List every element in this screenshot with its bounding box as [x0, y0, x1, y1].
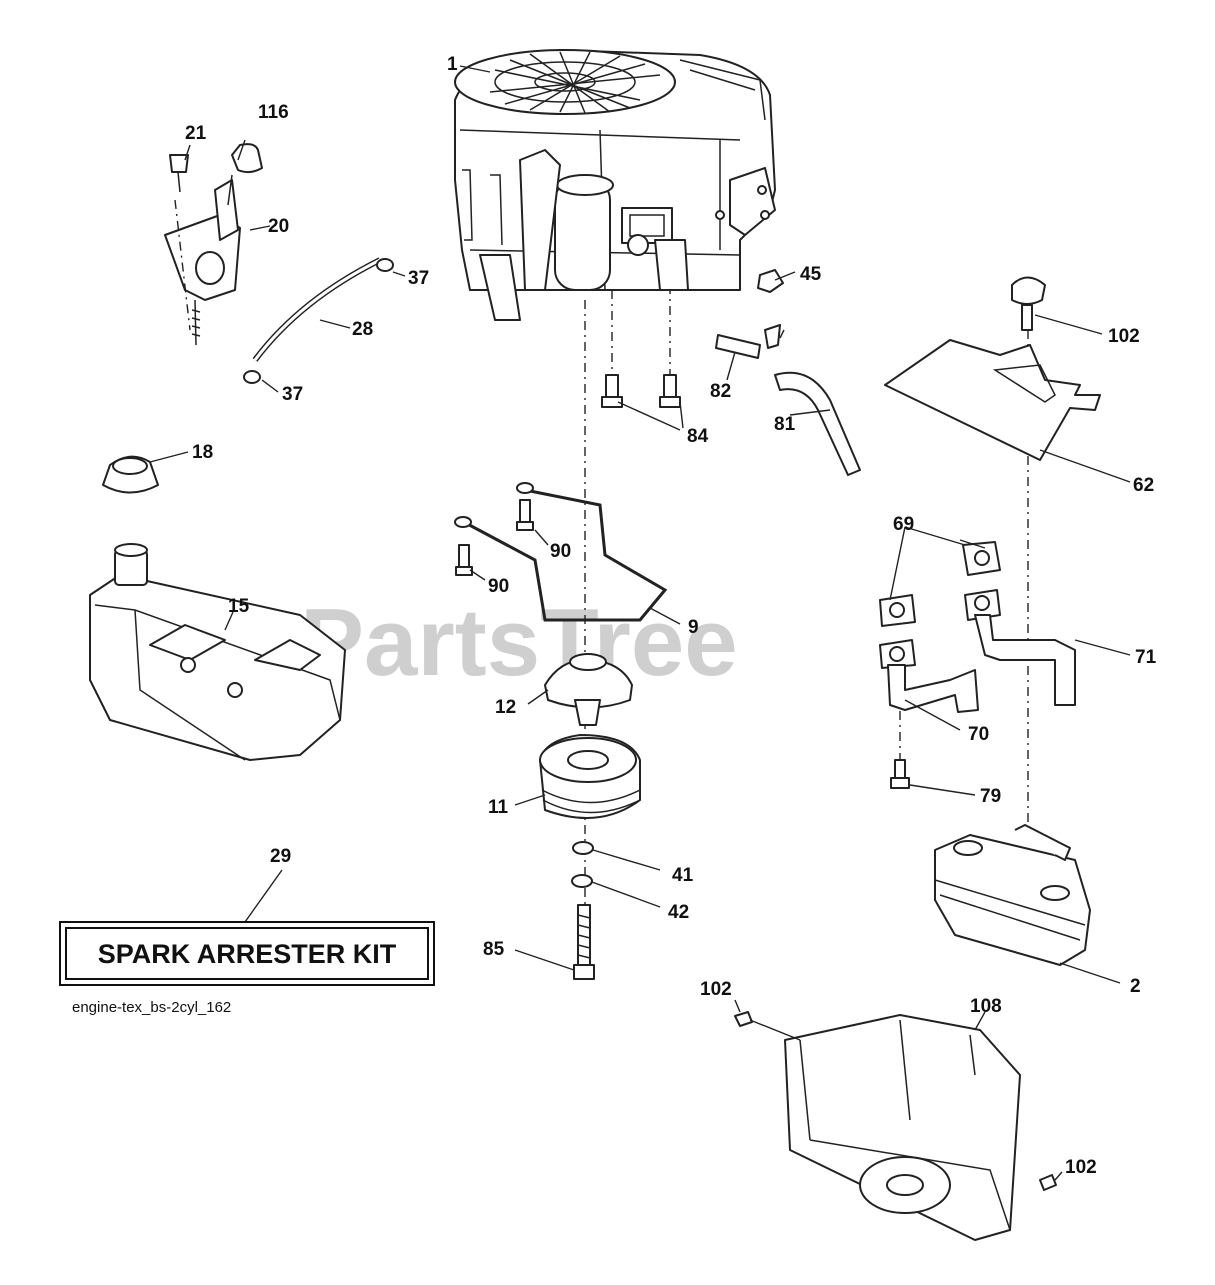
callout-12: 12	[495, 697, 516, 718]
callout-84: 84	[687, 426, 709, 447]
callout-41: 41	[672, 865, 694, 886]
callout-2: 2	[1130, 976, 1141, 997]
callout-18: 18	[192, 442, 213, 463]
muffler	[934, 824, 1091, 966]
fuel-tank	[89, 543, 346, 761]
callout-9: 9	[688, 617, 699, 638]
callout-102-left: 102	[700, 979, 732, 1000]
washers-and-bolt	[571, 841, 595, 980]
spark-arrester-kit-box: SPARK ARRESTER KIT	[59, 921, 435, 986]
callout-labels: 1 2 9 11 12 15 18 20 21 28 29 37 37 41 4…	[185, 54, 1157, 1178]
callout-108: 108	[970, 996, 1002, 1017]
callout-82: 82	[710, 381, 731, 402]
engine	[454, 49, 776, 321]
electric-clutch	[539, 734, 641, 819]
callout-29: 29	[270, 846, 291, 867]
callout-69: 69	[893, 514, 914, 535]
callout-20: 20	[268, 216, 289, 237]
callout-11: 11	[488, 797, 509, 818]
callout-102-top: 102	[1108, 326, 1140, 347]
callout-71: 71	[1135, 647, 1157, 668]
fuel-line	[243, 257, 394, 384]
callout-79: 79	[980, 786, 1001, 807]
callout-90-top: 90	[550, 541, 571, 562]
drawing-code: engine-tex_bs-2cyl_162	[72, 999, 231, 1016]
watermark: PartsTree	[300, 589, 738, 696]
oil-drain	[715, 269, 861, 476]
kit-label: SPARK ARRESTER KIT	[98, 939, 397, 969]
callout-28: 28	[352, 319, 373, 340]
pulley	[544, 653, 633, 726]
callout-45: 45	[800, 264, 822, 285]
callout-37-top: 37	[408, 268, 429, 289]
callout-85: 85	[483, 939, 505, 960]
exhaust-pipes	[879, 541, 1076, 789]
callout-15: 15	[228, 596, 250, 617]
engine-bolts	[601, 374, 681, 408]
throttle-control	[164, 143, 263, 346]
heat-shield	[884, 276, 1101, 461]
leader-lines	[149, 65, 1131, 1181]
callout-102-right: 102	[1065, 1157, 1097, 1178]
callout-37-bottom: 37	[282, 384, 303, 405]
callout-116: 116	[258, 102, 289, 123]
callout-21: 21	[185, 123, 207, 144]
callout-42: 42	[668, 902, 689, 923]
callout-62: 62	[1133, 475, 1154, 496]
callout-90-bottom: 90	[488, 576, 509, 597]
wire-bracket	[454, 482, 668, 622]
callout-1: 1	[447, 54, 458, 75]
callout-81: 81	[774, 414, 796, 435]
fuel-cap	[102, 455, 159, 494]
callout-70: 70	[968, 724, 989, 745]
engine-guard	[734, 1011, 1057, 1241]
